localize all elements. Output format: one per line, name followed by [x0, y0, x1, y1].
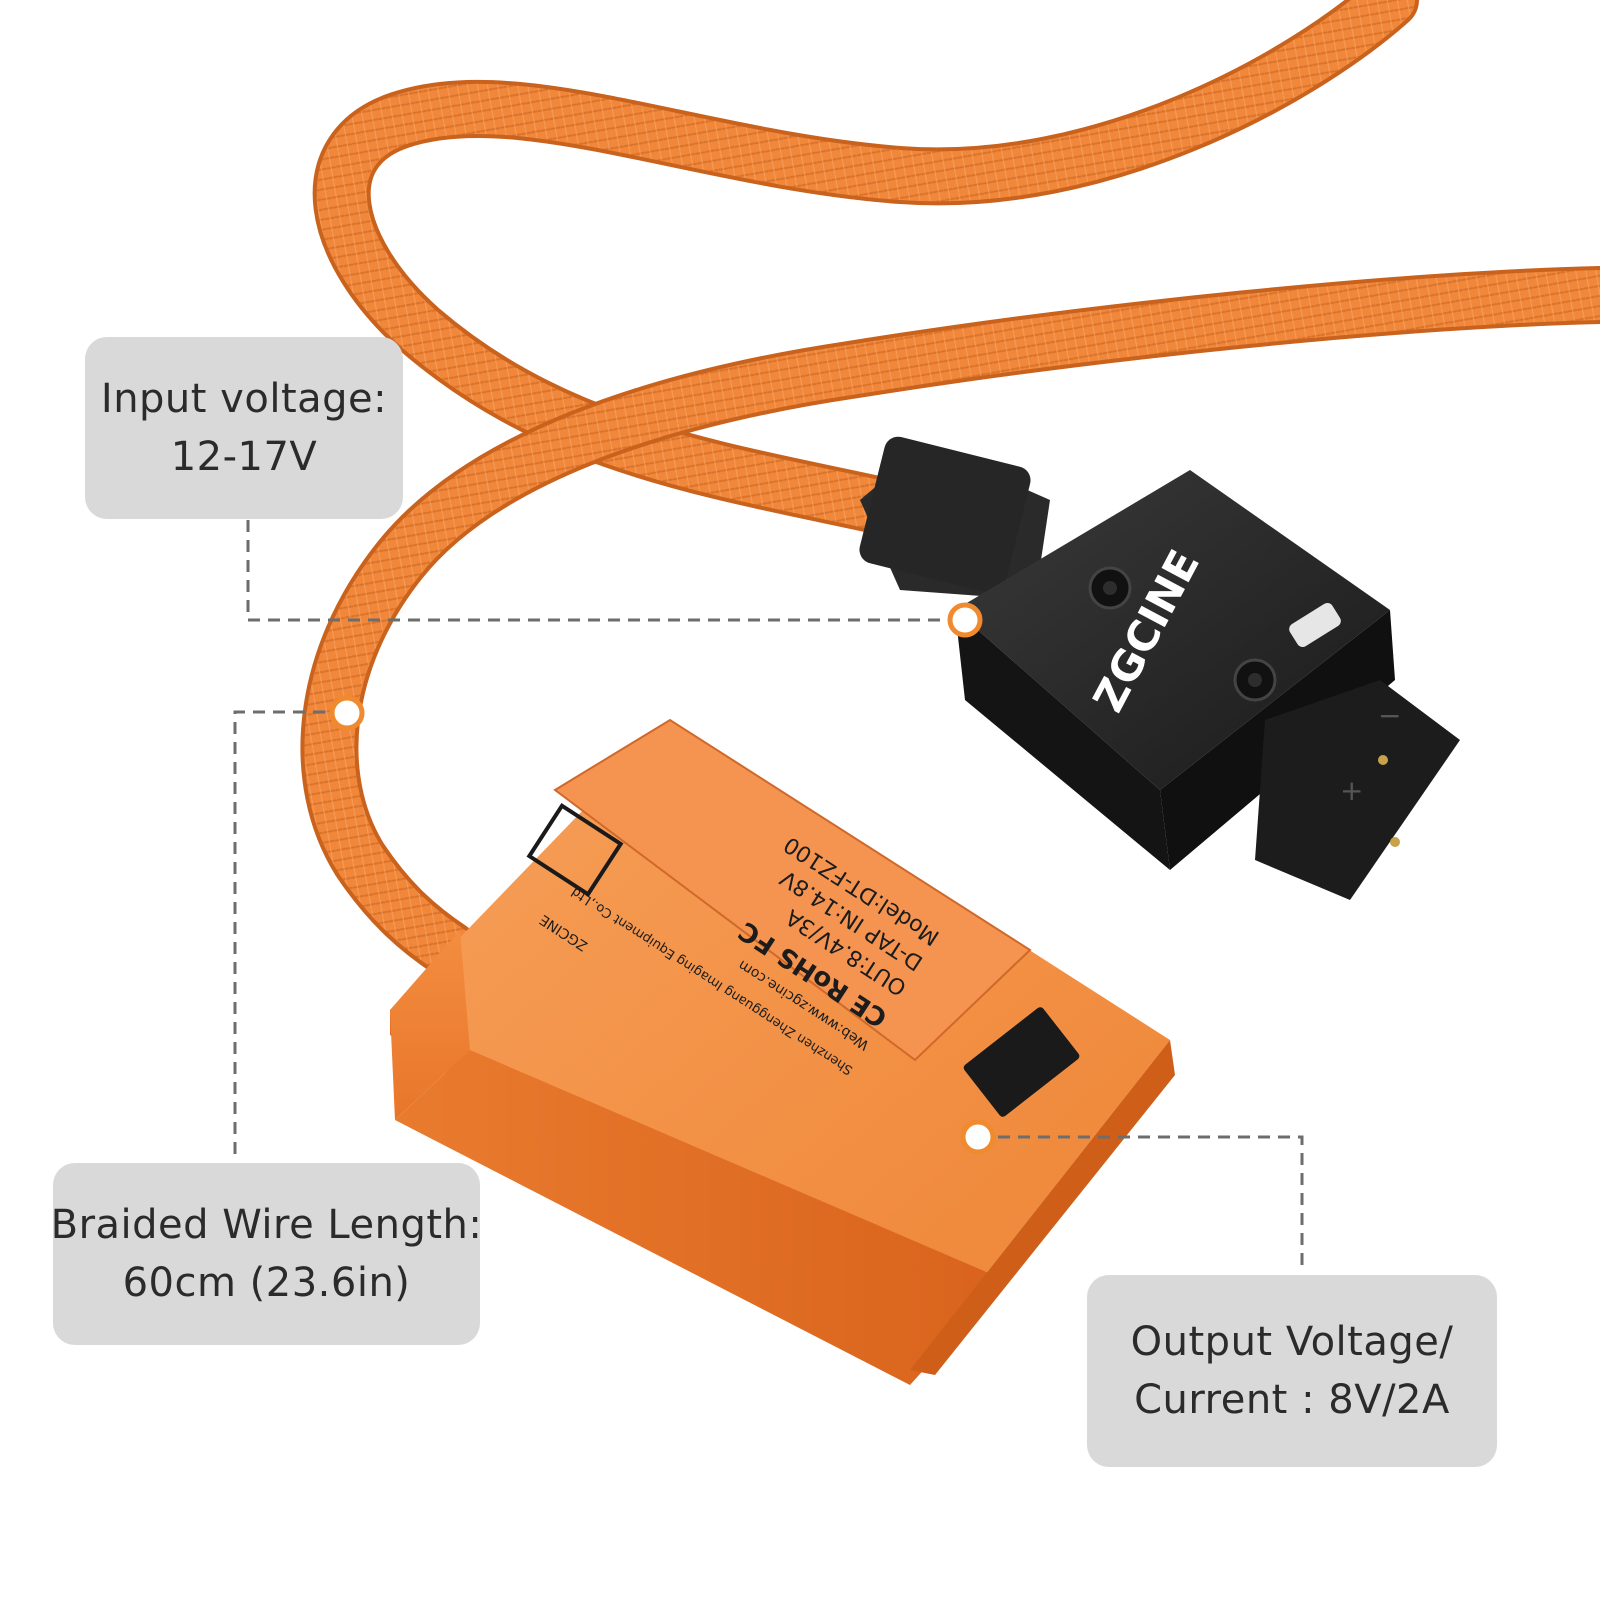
braided-cable [300, 0, 1600, 979]
callout-output-voltage: Output Voltage/ Current : 8V/2A [1087, 1275, 1497, 1467]
leader-input [246, 520, 965, 622]
leader-wire [233, 710, 345, 1160]
leader-output [978, 1135, 1304, 1273]
callout-wire-length: Braided Wire Length: 60cm (23.6in) [50, 1163, 483, 1345]
dummy-battery [390, 718, 1175, 1385]
callout-input-line2: 12-17V [170, 434, 318, 480]
marker-wire [329, 695, 365, 731]
marker-output [960, 1119, 996, 1155]
leader-lines [233, 520, 1304, 1273]
callout-output-line2: Current : 8V/2A [1134, 1377, 1450, 1423]
callout-wire-line1: Braided Wire Length: [50, 1202, 483, 1248]
callout-output-line1: Output Voltage/ [1130, 1319, 1454, 1365]
connector-plus-symbol: + [1340, 774, 1363, 807]
marker-input [947, 602, 983, 638]
connector-minus-symbol: − [1378, 699, 1401, 732]
callout-input-line1: Input voltage: [100, 376, 388, 422]
markers [329, 602, 996, 1155]
dtap-connector: + − [859, 436, 1460, 900]
callout-input-voltage: Input voltage: 12-17V [85, 337, 403, 519]
callout-wire-line2: 60cm (23.6in) [122, 1260, 411, 1306]
